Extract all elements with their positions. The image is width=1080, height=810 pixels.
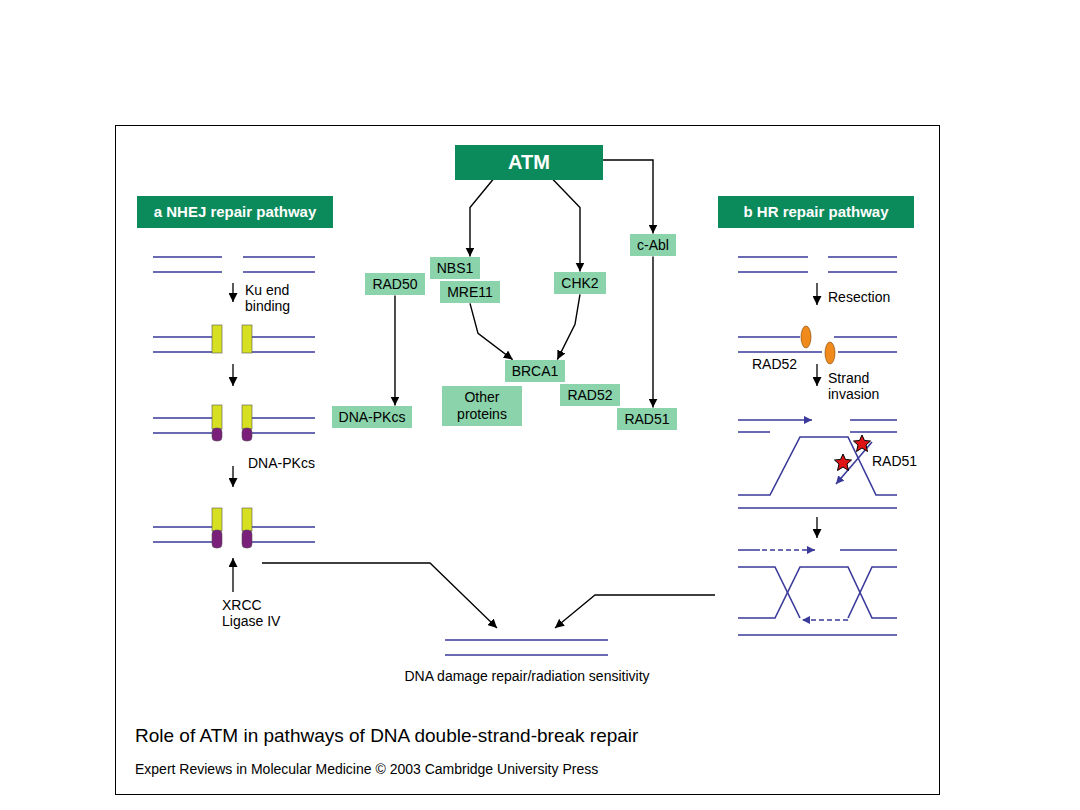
step-arrow bbox=[816, 517, 817, 538]
protein-box: CHK2 bbox=[554, 272, 605, 295]
node-text: RAD52 bbox=[567, 387, 612, 404]
new-strand bbox=[802, 619, 848, 621]
protein-box: BRCA1 bbox=[505, 360, 566, 383]
protein-box: c-Abl bbox=[630, 234, 676, 257]
node-text: Other proteins bbox=[449, 389, 515, 423]
ku-proteins bbox=[212, 325, 252, 548]
rad52-proteins bbox=[801, 326, 835, 364]
arrow-connector bbox=[470, 180, 493, 257]
annotation-label: RAD52 bbox=[752, 356, 797, 372]
dna-strand bbox=[738, 634, 897, 636]
dna-pkcs-protein bbox=[242, 428, 252, 441]
annotation-label: DNA damage repair/radiation sensitivity bbox=[404, 668, 649, 684]
dna-strand bbox=[153, 527, 315, 542]
rad51-proteins bbox=[835, 435, 871, 471]
dna-pkcs-protein bbox=[212, 428, 222, 441]
node-text: b HR repair pathway bbox=[743, 203, 888, 221]
merge-arrow bbox=[555, 595, 715, 628]
annotation-label: Ku end binding bbox=[245, 282, 307, 314]
protein-box: RAD52 bbox=[560, 384, 619, 407]
rad52-protein bbox=[825, 342, 835, 364]
ku-protein bbox=[212, 405, 222, 429]
annotation-label: Resection bbox=[828, 289, 890, 305]
node-text: NBS1 bbox=[437, 260, 474, 277]
annotation-label: DNA-PKcs bbox=[248, 455, 315, 471]
node-text: a NHEJ repair pathway bbox=[154, 203, 317, 221]
step-arrow bbox=[816, 364, 817, 386]
ku-protein bbox=[242, 405, 252, 429]
node-text: BRCA1 bbox=[512, 363, 559, 380]
protein-box: RAD51 bbox=[617, 408, 676, 431]
annotation-label: RAD51 bbox=[872, 453, 917, 469]
rad51-protein bbox=[854, 435, 871, 452]
node-text: c-Abl bbox=[637, 237, 669, 254]
hr-illustration bbox=[738, 257, 897, 635]
arrow-connector bbox=[470, 303, 513, 359]
ku-protein bbox=[212, 508, 222, 531]
dna-strand bbox=[738, 549, 897, 551]
step-arrow bbox=[816, 283, 817, 305]
node-text: ATM bbox=[508, 150, 550, 174]
arrow-connector bbox=[394, 295, 395, 405]
dna-pkcs-protein bbox=[212, 530, 222, 548]
arrow-connector bbox=[652, 256, 653, 407]
merge-arrow bbox=[262, 563, 497, 628]
arrow-connector bbox=[553, 180, 580, 272]
dna-strand bbox=[738, 257, 897, 272]
figure-title: Role of ATM in pathways of DNA double-st… bbox=[135, 725, 638, 747]
node-text: DNA-PKcs bbox=[339, 409, 406, 426]
arrow-connector bbox=[603, 160, 653, 234]
figure-frame bbox=[116, 126, 940, 795]
node-text: CHK2 bbox=[561, 275, 598, 292]
holliday-strand bbox=[738, 567, 897, 618]
protein-box: NBS1 bbox=[430, 257, 481, 280]
dna-strand bbox=[153, 257, 315, 272]
dna-strand bbox=[445, 640, 608, 655]
dna-strand bbox=[738, 337, 897, 352]
figure-caption: Expert Reviews in Molecular Medicine © 2… bbox=[135, 761, 598, 777]
template-strand bbox=[738, 507, 897, 509]
annotation-label: XRCC Ligase IV bbox=[222, 597, 294, 629]
new-strand bbox=[762, 549, 815, 551]
node-text: RAD51 bbox=[624, 411, 669, 428]
holliday-strand bbox=[738, 567, 897, 618]
node-text: RAD50 bbox=[372, 276, 417, 293]
gene-box: ATM bbox=[455, 145, 603, 180]
dna-pkcs-protein bbox=[242, 530, 252, 548]
step-arrow bbox=[232, 466, 233, 487]
ku-protein bbox=[212, 325, 222, 353]
protein-box: MRE11 bbox=[440, 281, 500, 304]
ku-protein bbox=[242, 325, 252, 353]
pathway-header: a NHEJ repair pathway bbox=[137, 196, 333, 228]
pathway-header: b HR repair pathway bbox=[718, 196, 914, 228]
step-arrow bbox=[232, 283, 233, 302]
step-arrow bbox=[232, 364, 233, 386]
node-text: MRE11 bbox=[447, 284, 493, 301]
rad52-protein bbox=[801, 326, 811, 348]
step-arrow bbox=[232, 558, 233, 592]
dna-strand bbox=[738, 420, 897, 432]
arrow-connector bbox=[557, 294, 580, 359]
protein-box: DNA-PKcs bbox=[332, 406, 413, 429]
ku-protein bbox=[242, 508, 252, 531]
protein-box: RAD50 bbox=[365, 273, 424, 296]
dna-strand bbox=[153, 418, 315, 433]
annotation-label: Strand invasion bbox=[828, 370, 894, 402]
nhej-illustration bbox=[153, 257, 608, 655]
dna-strand bbox=[153, 337, 315, 352]
invading-strand bbox=[738, 419, 812, 421]
step-arrows bbox=[233, 283, 817, 628]
protein-box: Other proteins bbox=[442, 386, 522, 426]
rad51-protein bbox=[835, 454, 852, 471]
